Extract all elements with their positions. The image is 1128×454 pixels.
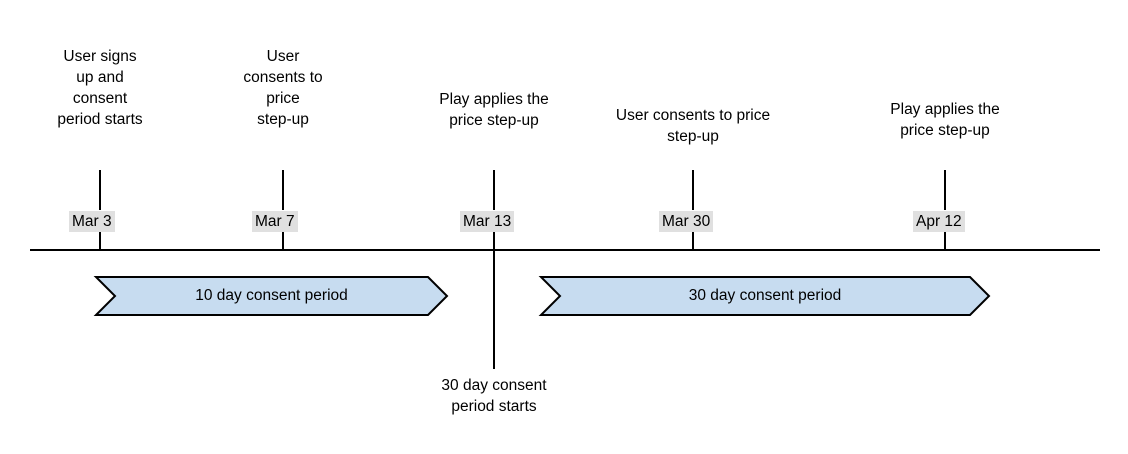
event-tick-mar-3 (99, 170, 101, 210)
event-tick-lower-mar-7 (282, 232, 284, 250)
event-tick-mar-13 (493, 170, 495, 210)
period-banner-10-day: 10 day consent period (95, 276, 448, 316)
event-label-apr-12: Play applies the price step-up (890, 101, 1000, 139)
event-date-mar-7: Mar 7 (252, 211, 298, 232)
event-tick-apr-12 (944, 170, 946, 210)
event-label-mar-30: User consents to price step-up (615, 107, 771, 145)
event-date-mar-13: Mar 13 (460, 211, 515, 232)
period-banner-10-day-shape (95, 276, 448, 316)
event-label-mar-7: User consents to price step-up (243, 48, 323, 128)
event-tick-lower-mar-3 (99, 232, 101, 250)
event-date-mar-3: Mar 3 (69, 211, 115, 232)
timeline-axis (30, 249, 1100, 251)
event-tick-lower-mar-30 (692, 232, 694, 250)
period-banner-30-day-shape (540, 276, 990, 316)
event-label-mar-3: User signs up and consent period starts (57, 48, 143, 128)
event-date-mar-30: Mar 30 (659, 211, 714, 232)
event-tick-mar-7 (282, 170, 284, 210)
event-tick-lower-mar-13 (493, 232, 495, 369)
period-banner-30-day: 30 day consent period (540, 276, 990, 316)
event-label-mar-13: Play applies the price step-up (439, 91, 549, 129)
event-tick-lower-apr-12 (944, 232, 946, 250)
below-label-mar-13: 30 day consent period starts (441, 377, 547, 415)
event-date-apr-12: Apr 12 (913, 211, 965, 232)
event-tick-mar-30 (692, 170, 694, 210)
